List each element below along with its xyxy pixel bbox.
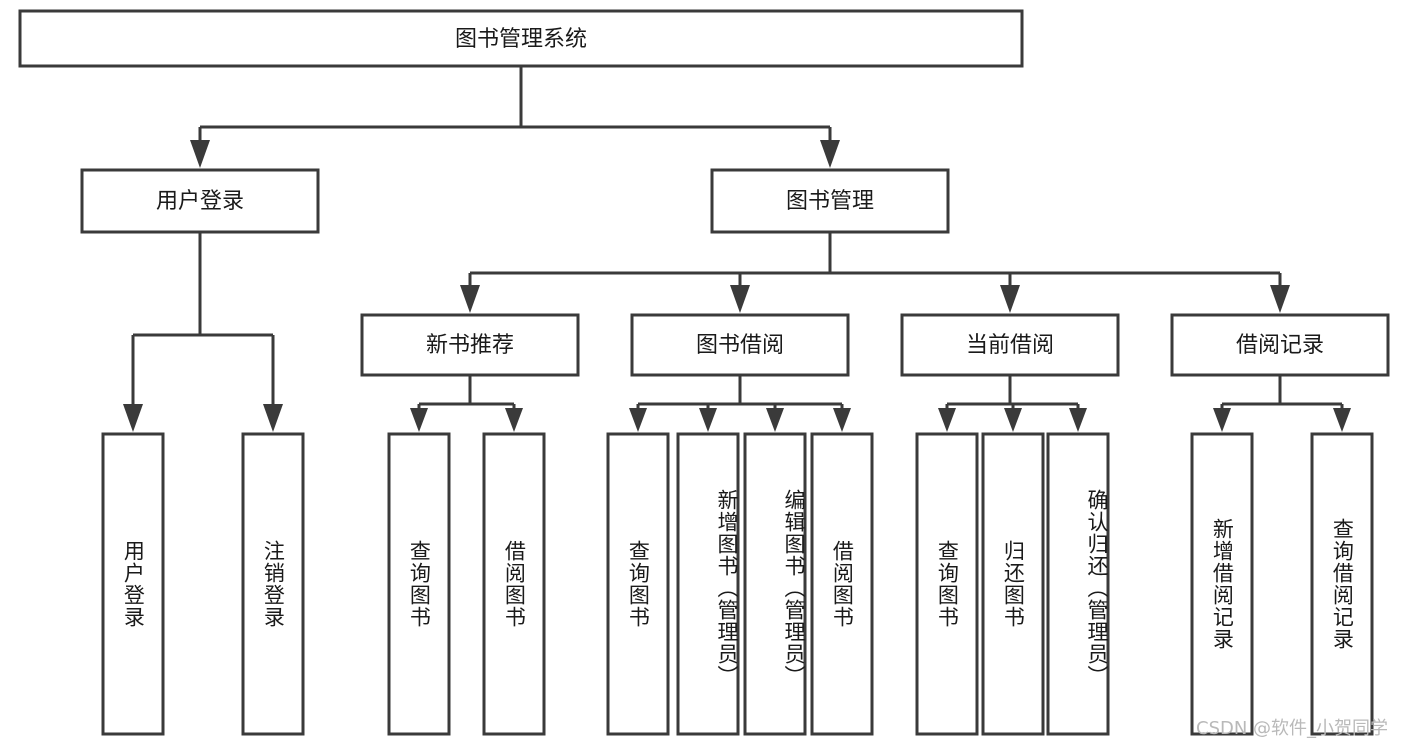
node-user-login-label: 用户登录 <box>156 189 244 214</box>
connector-root-to-level1 <box>190 66 840 168</box>
node-root[interactable]: 图书管理系统 <box>18 9 1024 68</box>
leaf-box[interactable] <box>482 432 546 736</box>
leaf-box[interactable] <box>606 432 670 736</box>
leaf-box[interactable] <box>915 432 979 736</box>
leaf-box[interactable] <box>1310 432 1374 736</box>
node-new-book-recommend[interactable]: 新书推荐 <box>360 313 580 377</box>
connector-new-book-recommend-to-leaves <box>410 375 523 432</box>
leaf-box[interactable] <box>676 432 740 736</box>
node-book-borrow-label: 图书借阅 <box>696 333 784 358</box>
leaf-box[interactable] <box>387 432 451 736</box>
leaf-box[interactable] <box>743 432 807 736</box>
node-user-login[interactable]: 用户登录 <box>80 168 320 234</box>
node-borrow-record-label: 借阅记录 <box>1236 333 1324 358</box>
leaf-box[interactable] <box>101 432 165 736</box>
node-new-book-recommend-label: 新书推荐 <box>426 333 514 358</box>
node-current-borrow-label: 当前借阅 <box>966 333 1054 358</box>
connector-user-login-to-leaves <box>123 232 283 432</box>
connector-book-borrow-to-leaves <box>629 375 851 432</box>
connector-borrow-record-to-leaves <box>1213 375 1351 432</box>
node-borrow-record[interactable]: 借阅记录 <box>1170 313 1390 377</box>
node-book-management-label: 图书管理 <box>786 189 874 214</box>
connector-book-management-to-level2 <box>460 232 1290 313</box>
leaf-box[interactable] <box>1190 432 1254 736</box>
node-book-borrow[interactable]: 图书借阅 <box>630 313 850 377</box>
leaf-box[interactable] <box>981 432 1045 736</box>
leaf-box[interactable] <box>241 432 305 736</box>
leaf-box[interactable] <box>810 432 874 736</box>
node-book-management[interactable]: 图书管理 <box>710 168 950 234</box>
node-root-label: 图书管理系统 <box>455 27 587 52</box>
node-current-borrow[interactable]: 当前借阅 <box>900 313 1120 377</box>
csdn-watermark: CSDN @软件_小贺同学 <box>1196 718 1389 739</box>
leaf-box[interactable] <box>1046 432 1110 736</box>
connector-current-borrow-to-leaves <box>938 375 1087 432</box>
